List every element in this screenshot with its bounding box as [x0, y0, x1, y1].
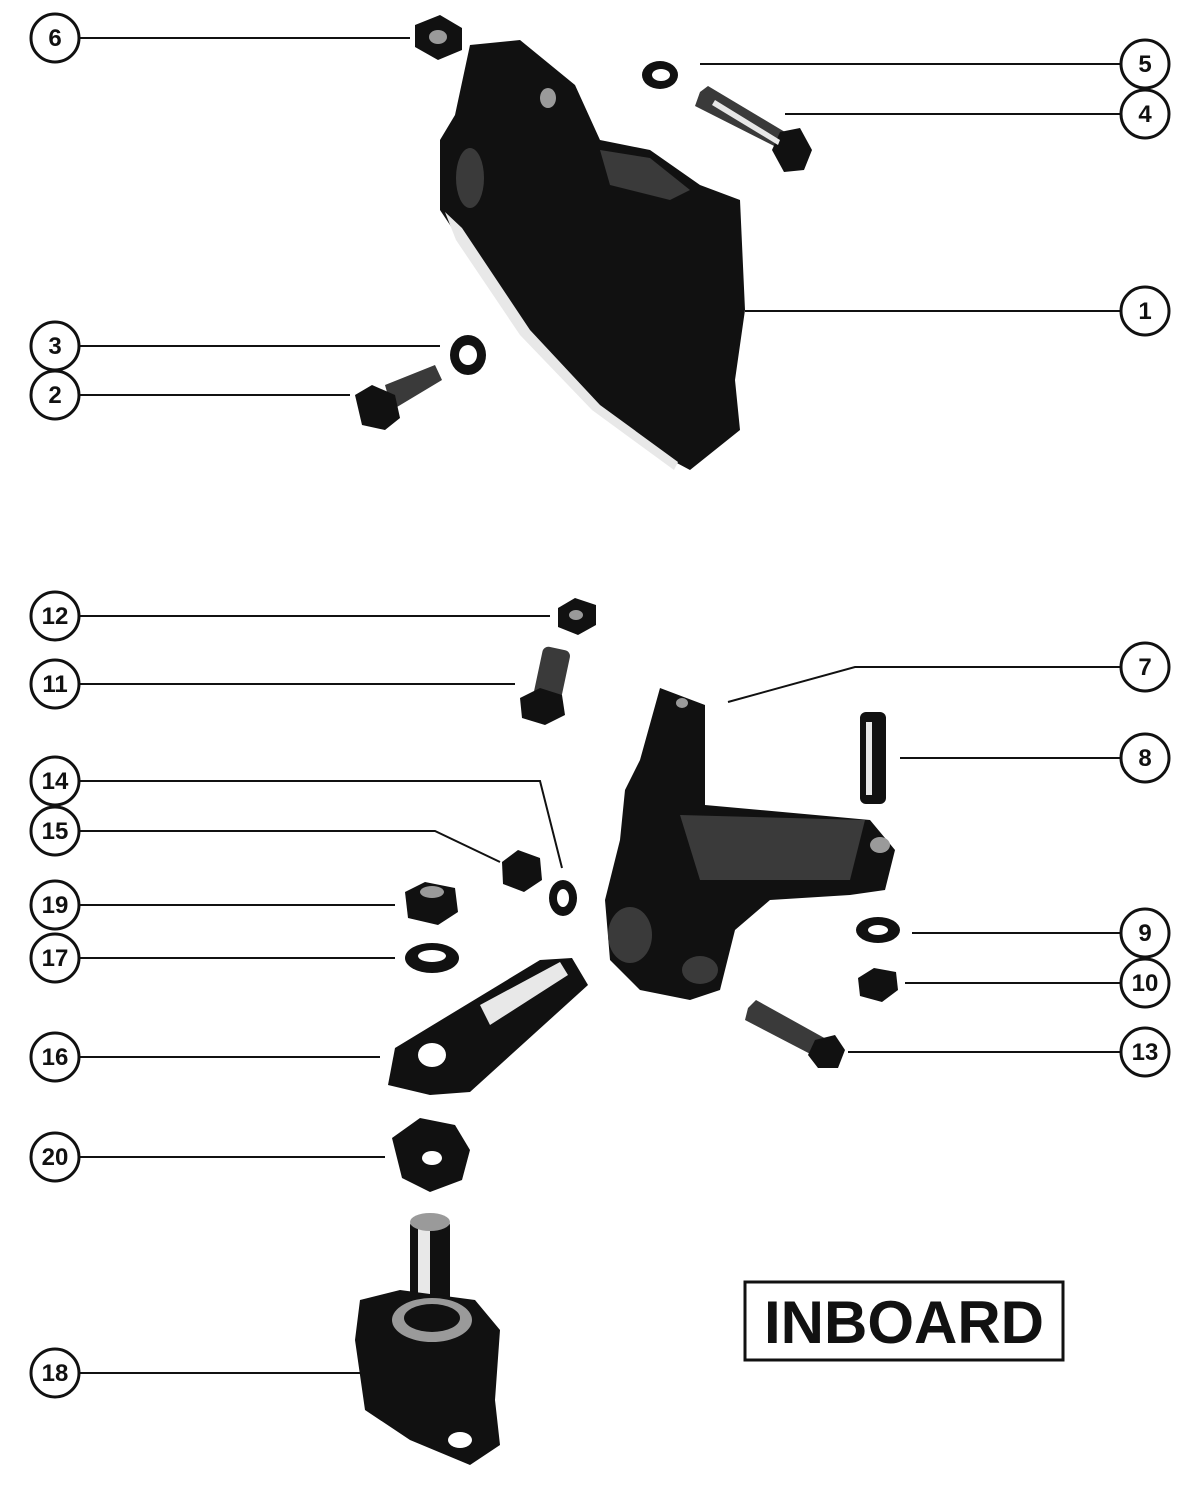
callout-3: 3 — [29, 320, 81, 372]
svg-text:5: 5 — [1138, 51, 1151, 78]
callout-1: 1 — [1119, 285, 1171, 337]
svg-text:12: 12 — [42, 603, 69, 630]
svg-text:20: 20 — [42, 1144, 69, 1171]
part-15-hex-nut — [502, 850, 542, 892]
callout-2: 2 — [29, 369, 81, 421]
part-14-washer — [549, 880, 577, 916]
part-10-hex-nut — [858, 968, 898, 1002]
part-17-lock-washer — [405, 943, 459, 973]
callout-9: 9 — [1119, 907, 1171, 959]
part-9-flat-washer — [856, 917, 900, 943]
svg-text:2: 2 — [48, 382, 61, 409]
callout-14: 14 — [29, 755, 81, 807]
part-16-link-arm — [388, 958, 588, 1095]
callout-6: 6 — [29, 12, 81, 64]
callout-16: 16 — [29, 1031, 81, 1083]
part-11-hex-bolt — [520, 646, 570, 725]
svg-text:3: 3 — [48, 333, 61, 360]
part-8-stud — [860, 712, 886, 804]
part-7-transom-bracket — [605, 688, 895, 1000]
part-12-hex-nut — [558, 598, 596, 635]
svg-text:8: 8 — [1138, 745, 1151, 772]
svg-text:13: 13 — [1132, 1039, 1159, 1066]
svg-text:17: 17 — [42, 945, 69, 972]
callout-7: 7 — [1119, 641, 1171, 693]
callout-20: 20 — [29, 1131, 81, 1183]
svg-text:4: 4 — [1138, 101, 1152, 128]
svg-text:7: 7 — [1138, 654, 1151, 681]
callout-15: 15 — [29, 805, 81, 857]
svg-text:16: 16 — [42, 1044, 69, 1071]
callout-5: 5 — [1119, 38, 1171, 90]
callout-11: 11 — [29, 658, 81, 710]
svg-text:14: 14 — [42, 768, 69, 795]
part-20-snubber-washer — [392, 1118, 470, 1192]
part-4-hex-bolt — [695, 86, 812, 172]
svg-text:10: 10 — [1132, 970, 1159, 997]
part-2-hex-bolt — [355, 365, 442, 430]
callout-19: 19 — [29, 879, 81, 931]
part-3-flat-washer — [450, 335, 486, 375]
svg-text:19: 19 — [42, 892, 69, 919]
part-5-lock-washer — [642, 61, 678, 89]
svg-text:6: 6 — [48, 25, 61, 52]
part-19-hex-nut — [405, 882, 458, 925]
part-18-engine-mount — [355, 1213, 500, 1465]
svg-text:1: 1 — [1138, 298, 1151, 325]
part-1-mount-bracket — [440, 40, 745, 470]
callout-4: 4 — [1119, 88, 1171, 140]
callout-8: 8 — [1119, 732, 1171, 784]
svg-text:11: 11 — [42, 671, 67, 698]
svg-text:18: 18 — [42, 1360, 69, 1387]
svg-text:INBOARD: INBOARD — [764, 1289, 1044, 1356]
svg-text:9: 9 — [1138, 920, 1151, 947]
callout-12: 12 — [29, 590, 81, 642]
part-13-hex-bolt — [745, 1000, 845, 1068]
callout-10: 10 — [1119, 957, 1171, 1009]
callout-13: 13 — [1119, 1026, 1171, 1078]
callout-17: 17 — [29, 932, 81, 984]
svg-text:15: 15 — [42, 818, 69, 845]
part-6-hex-nut — [415, 15, 462, 60]
leader-lines — [80, 37, 1120, 1374]
callout-18: 18 — [29, 1347, 81, 1399]
inboard-label: INBOARD — [743, 1280, 1065, 1362]
